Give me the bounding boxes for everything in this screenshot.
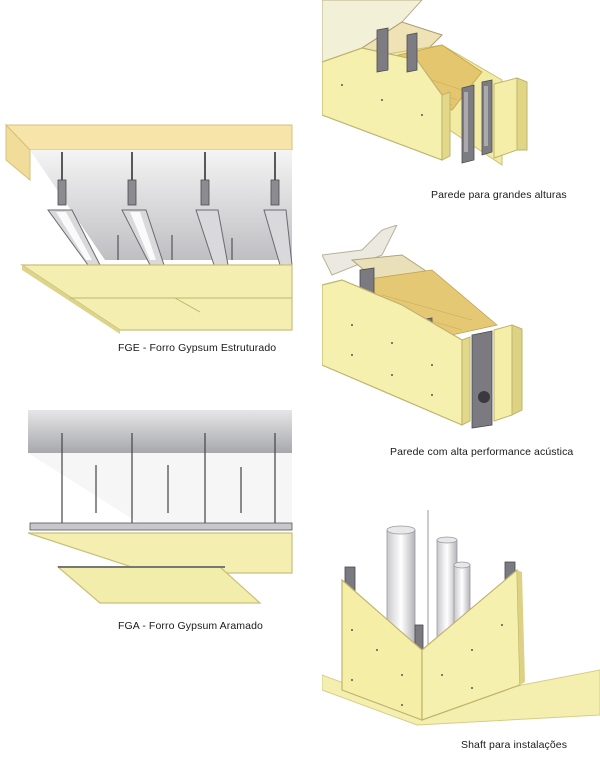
illustration-shaft-instalacoes	[322, 510, 600, 730]
illustration-parede-grandes-alturas	[322, 0, 600, 175]
illustration-fge-forro-gypsum-estruturado	[0, 120, 300, 335]
caption-fge: FGE - Forro Gypsum Estruturado	[118, 342, 277, 354]
caption-parede-acustica: Parede com alta performance acústica	[390, 446, 574, 458]
illustration-fga-forro-gypsum-aramado	[0, 405, 300, 610]
caption-shaft: Shaft para instalações	[461, 739, 568, 751]
caption-parede-grandes-alturas: Parede para grandes alturas	[431, 189, 567, 201]
illustration-parede-acustica	[322, 225, 600, 430]
caption-fga: FGA - Forro Gypsum Aramado	[118, 620, 263, 632]
